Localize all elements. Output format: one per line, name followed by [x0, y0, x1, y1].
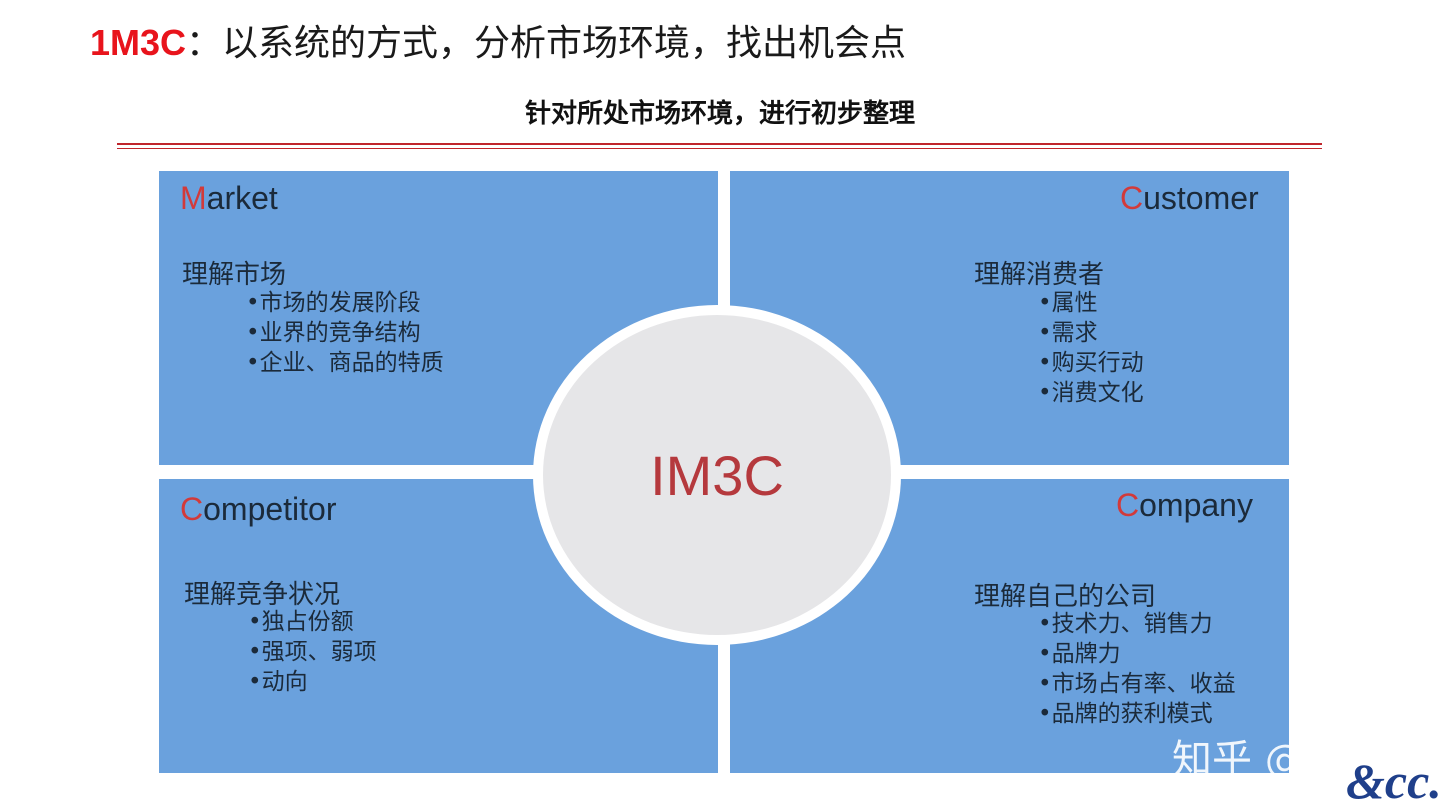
list-item: •动向	[248, 669, 308, 695]
list-item: •属性	[1038, 290, 1098, 316]
divider-line-top	[117, 143, 1322, 145]
customer-title-rest: ustomer	[1143, 180, 1259, 216]
center-label: IM3C	[650, 443, 784, 507]
list-item: •独占份额	[248, 609, 354, 635]
list-item: •企业、商品的特质	[246, 350, 444, 376]
list-item: •市场占有率、收益	[1038, 671, 1236, 697]
competitor-initial: C	[180, 491, 204, 527]
slide-subtitle: 针对所处市场环境，进行初步整理	[524, 99, 915, 129]
title-text: ：以系统的方式，分析市场环境，找出机会点	[186, 23, 907, 64]
list-item: •强项、弱项	[248, 639, 377, 665]
customer-title: Customer	[1120, 180, 1259, 217]
watermark: 知乎 @阿古	[1172, 737, 1385, 783]
list-item: •品牌的获利模式	[1038, 701, 1213, 727]
market-title: Market	[180, 180, 278, 217]
list-item: •需求	[1038, 320, 1098, 346]
competitor-title: Competitor	[180, 491, 337, 528]
title-accent: 1M3C	[90, 22, 187, 63]
customer-initial: C	[1120, 180, 1144, 216]
market-list: •市场的发展阶段 •业界的竞争结构 •企业、商品的特质	[246, 288, 444, 378]
divider-line-bottom	[117, 148, 1322, 149]
company-title-rest: ompany	[1139, 487, 1253, 523]
list-item: •消费文化	[1038, 380, 1144, 406]
slide-title: 1M3C：以系统的方式，分析市场环境，找出机会点	[90, 14, 906, 66]
list-item: •购买行动	[1038, 350, 1144, 376]
customer-heading: 理解消费者	[974, 260, 1105, 290]
list-item: •市场的发展阶段	[246, 290, 421, 316]
market-title-rest: arket	[206, 180, 278, 216]
company-initial: C	[1116, 487, 1140, 523]
center-ellipse	[533, 305, 901, 645]
customer-list: •属性 •需求 •购买行动 •消费文化	[1038, 288, 1144, 408]
market-heading: 理解市场	[182, 260, 287, 290]
list-item: •品牌力	[1038, 641, 1121, 667]
brand-logo: &cc.	[1346, 753, 1440, 809]
list-item: •业界的竞争结构	[246, 320, 421, 346]
company-title: Company	[1116, 487, 1253, 524]
company-list: •技术力、销售力 •品牌力 •市场占有率、收益 •品牌的获利模式	[1038, 609, 1236, 729]
competitor-list: •独占份额 •强项、弱项 •动向	[248, 607, 377, 697]
list-item: •技术力、销售力	[1038, 611, 1213, 637]
competitor-title-rest: ompetitor	[203, 491, 337, 527]
market-initial: M	[180, 180, 207, 216]
company-heading: 理解自己的公司	[974, 582, 1157, 612]
competitor-heading: 理解竞争状况	[184, 580, 341, 610]
